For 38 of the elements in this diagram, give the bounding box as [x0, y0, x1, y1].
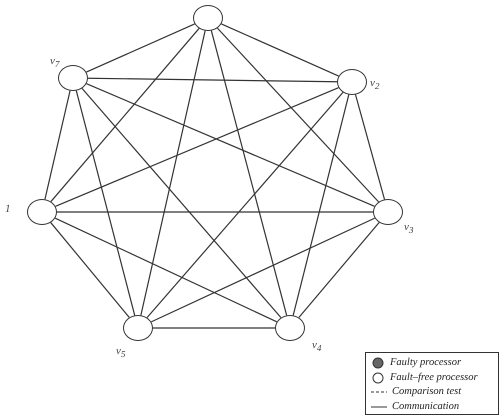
connection-line	[221, 23, 339, 77]
connection-line	[140, 30, 206, 316]
node-label: v$_{5}$	[116, 346, 126, 360]
connection-line	[50, 28, 200, 202]
connection-line	[86, 23, 195, 73]
processor-circle	[27, 199, 57, 225]
connection-line	[55, 87, 339, 207]
connection-line	[82, 88, 282, 318]
node-label: v$_{7}$	[50, 56, 60, 70]
processor-circle	[373, 199, 403, 225]
legend-label: Faulty processor	[390, 358, 462, 368]
connection-line	[88, 78, 337, 82]
connection-line	[153, 327, 275, 329]
connection-line	[54, 218, 278, 322]
node-label: v$_{4}$	[312, 340, 322, 354]
processor-circle	[337, 69, 367, 95]
connection-line	[292, 94, 350, 316]
connection-line	[210, 30, 288, 316]
legend-label: Fault–free processor	[390, 372, 478, 383]
processor-circle	[275, 315, 305, 341]
legend-label: Communication	[392, 402, 460, 412]
node-label: v$_{2}$	[370, 78, 380, 92]
node-label: 1	[5, 204, 10, 215]
connection-line	[216, 28, 380, 202]
processor-circle	[58, 65, 88, 91]
connection-line	[50, 222, 130, 318]
connection-line	[146, 92, 344, 318]
connection-line	[86, 83, 375, 207]
connection-line	[354, 94, 386, 200]
connection-line	[298, 222, 380, 318]
connection-line	[150, 218, 376, 322]
connection-line	[76, 90, 136, 316]
connection-line	[44, 90, 71, 200]
connection-line	[57, 211, 373, 213]
node-label: v$_{3}$	[404, 222, 414, 236]
legend-label: Comparison test	[392, 387, 462, 398]
processor-circle	[193, 5, 223, 31]
processor-circle	[123, 315, 153, 341]
